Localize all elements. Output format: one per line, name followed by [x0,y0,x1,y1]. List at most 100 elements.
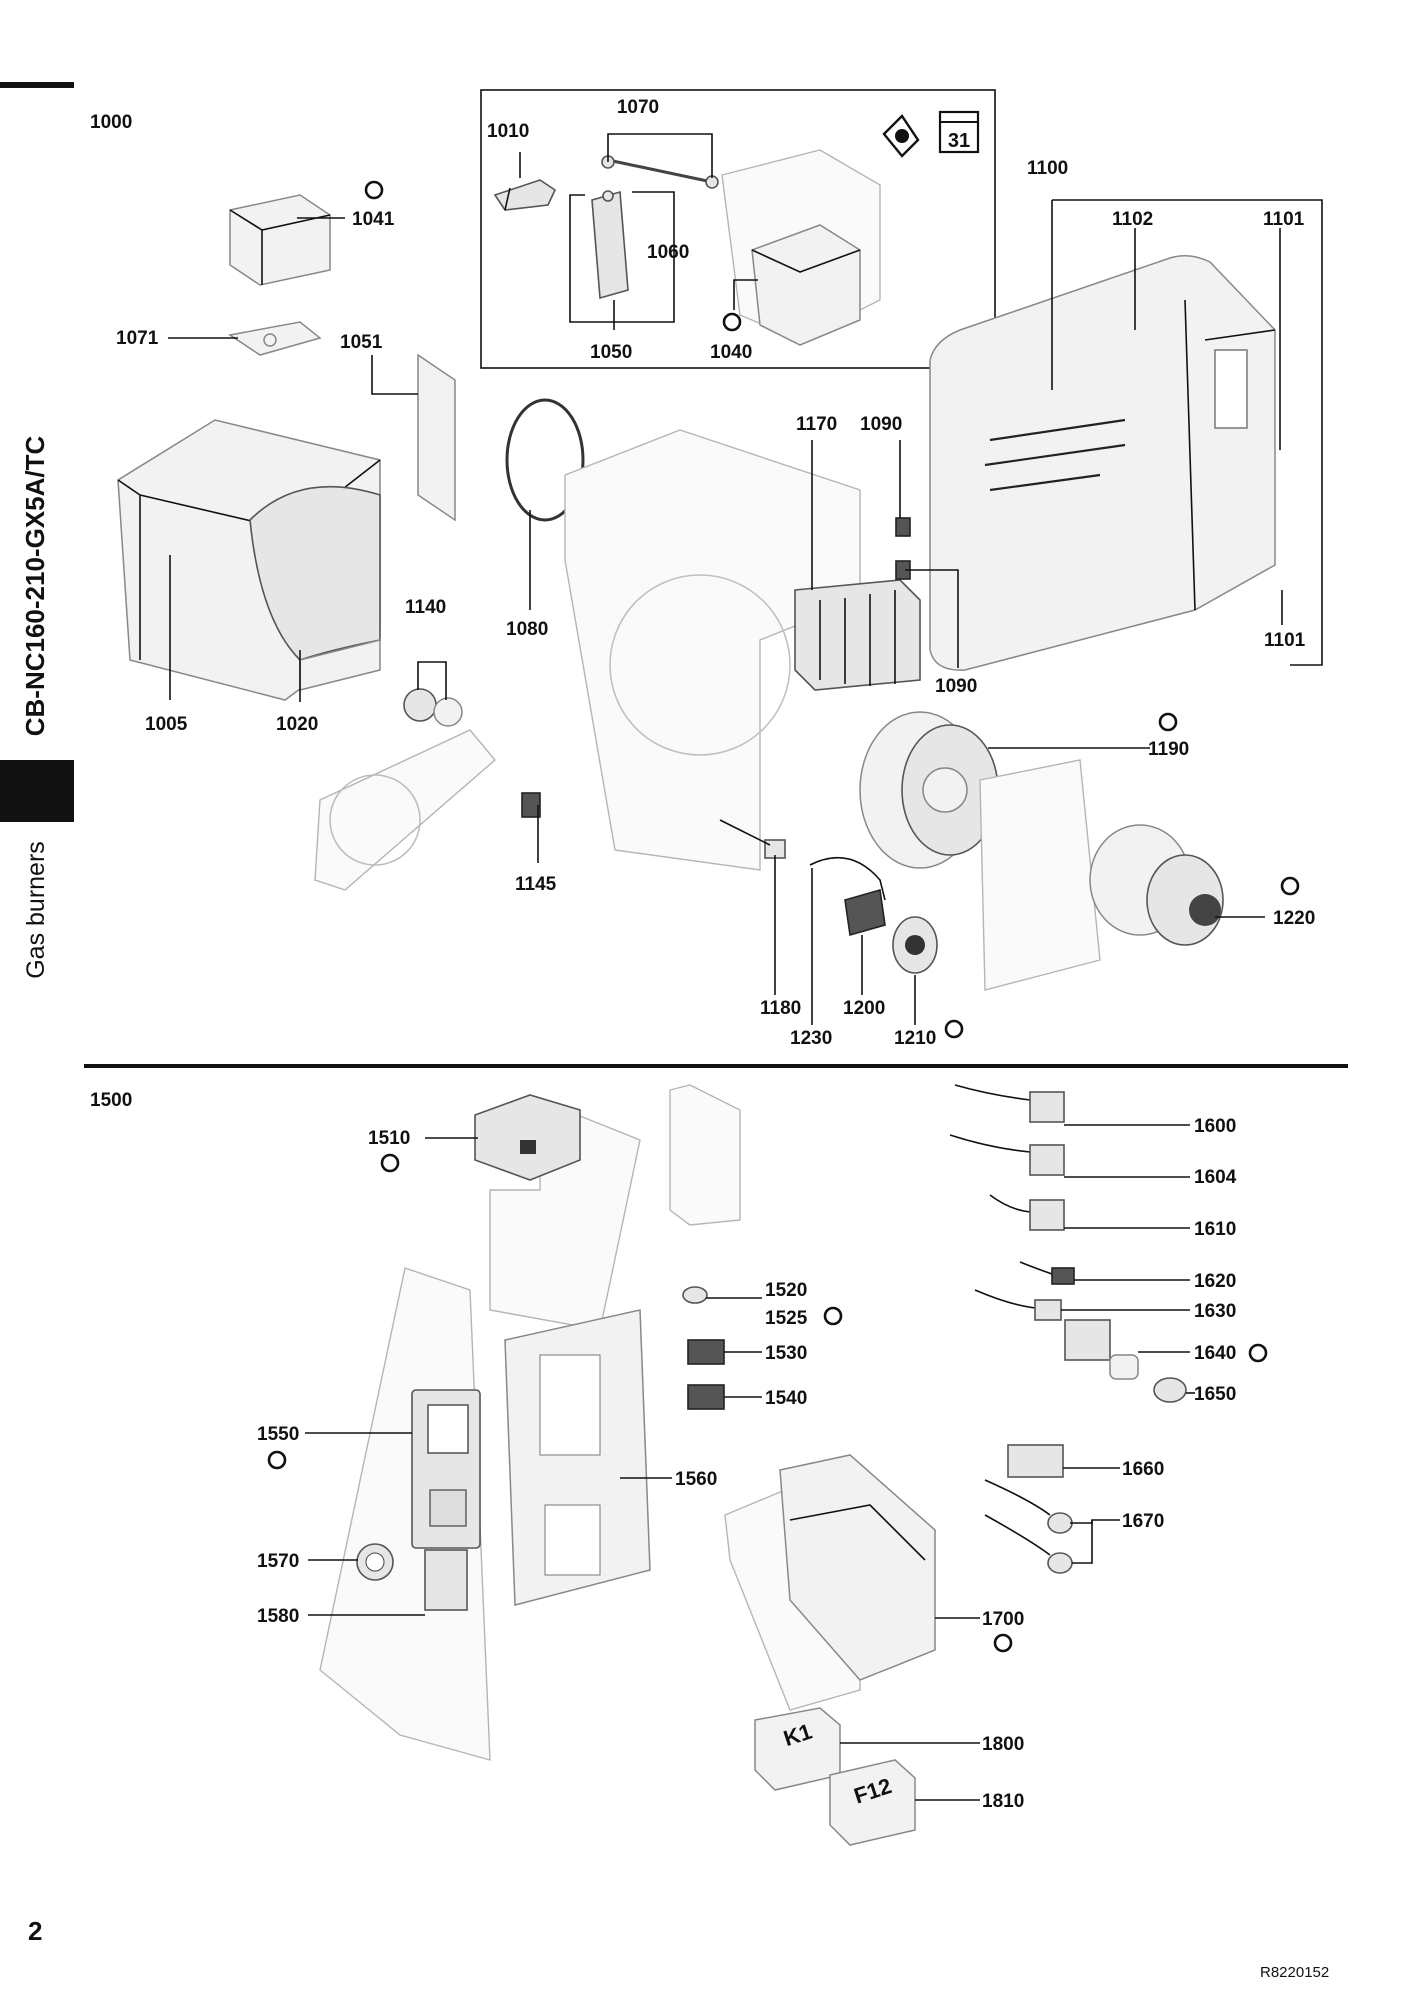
label-1010: 1010 [487,121,529,142]
rotation-icon [267,1450,287,1470]
part-drawing-1580 [424,1549,468,1611]
part-drawing-1051 [417,353,456,522]
rotation-icon [1280,876,1300,896]
inset-frame [480,89,996,369]
label-1650: 1650 [1194,1384,1236,1405]
part-drawing-1145 [521,792,541,818]
part-drawing-1230 [809,857,886,901]
part-drawing-1550 [411,1389,481,1549]
part-drawing-cables [949,1084,1187,1574]
part-drawing-1060 [591,190,629,300]
label-1170: 1170 [796,414,837,435]
label-1210: 1210 [894,1028,936,1049]
rotation-icon [380,1153,400,1173]
label-1060: 1060 [647,242,689,263]
inspection-eye-icon [882,114,920,158]
label-1550: 1550 [257,1424,299,1445]
label-1090-bottom: 1090 [935,676,977,697]
rotation-icon [364,180,384,200]
label-1101-bottom: 1101 [1264,630,1306,651]
label-1050: 1050 [590,342,632,363]
part-drawing-1090 [895,517,911,580]
part-drawing-1070 [601,155,719,189]
label-1670: 1670 [1122,1511,1164,1532]
part-drawing-1140 [403,688,463,727]
part-drawing-1041 [229,194,331,286]
part-drawing-1540 [687,1384,725,1410]
part-labels-1000: 1070 1010 1100 1102 1101 1041 1060 1071 … [116,97,1315,1049]
part-labels-1500: 1510 1600 1604 1610 1620 1520 1630 1525 … [257,1116,1237,1812]
leader-lines-1500 [305,1124,1195,1801]
part-drawing-terminal-strip [669,1084,741,1226]
label-1604: 1604 [1194,1167,1237,1188]
part-drawing-1190 [859,711,999,869]
part-drawing-1170 [794,579,921,691]
part-drawing-1100 [929,255,1276,671]
rotation-icons-1000 [364,180,1300,1039]
label-1560: 1560 [675,1469,717,1490]
part-drawing-1210 [892,916,938,974]
part-drawing-1530 [687,1339,725,1365]
part-drawing-fan-housing [564,429,861,871]
label-1800: 1800 [982,1734,1024,1755]
label-1180: 1180 [760,998,801,1019]
label-1051: 1051 [340,332,383,353]
label-1220: 1220 [1273,908,1315,929]
rotation-icon [1248,1343,1268,1363]
group-title-1000: 1000 [90,112,132,133]
part-drawing-1040 [721,149,881,346]
label-1020: 1020 [276,714,318,735]
label-1510: 1510 [368,1128,410,1149]
label-1090-top: 1090 [860,414,902,435]
sidebar-section-tab [0,760,74,822]
label-1190: 1190 [1148,739,1189,760]
part-drawing-1220 [979,759,1224,991]
label-1071: 1071 [116,328,159,349]
part-drawing-flange [314,729,496,891]
label-1640: 1640 [1194,1343,1236,1364]
rotation-icon [993,1633,1013,1653]
label-1041: 1041 [352,209,395,230]
part-drawing-1010 [493,179,557,211]
label-1810: 1810 [982,1791,1024,1812]
label-1145: 1145 [515,874,557,895]
label-1070: 1070 [617,97,659,118]
part-drawing-1700 [724,1454,936,1711]
label-1600: 1600 [1194,1116,1236,1137]
label-1005: 1005 [145,714,188,735]
label-1580: 1580 [257,1606,299,1627]
part-drawing-1810: F12 [829,1759,916,1846]
label-1230: 1230 [790,1028,832,1049]
rotation-icon [1158,712,1178,732]
part-drawing-1800: K1 [754,1707,841,1791]
label-1530: 1530 [765,1343,807,1364]
rotation-icon [944,1019,964,1039]
rotation-icons-1500 [267,1153,1268,1653]
label-1620: 1620 [1194,1271,1236,1292]
label-1100: 1100 [1027,158,1068,179]
group-title-1500: 1500 [90,1090,132,1111]
page-number: 2 [28,1916,43,1946]
label-1700: 1700 [982,1609,1024,1630]
part-drawing-1080 [505,398,585,522]
part-drawing-1200 [844,888,886,937]
calendar-badge: 31 [948,130,970,152]
rotation-icon [722,312,742,332]
label-1520: 1520 [765,1280,807,1301]
part-drawing-1570 [356,1543,394,1581]
part-drawing-1020 [249,485,381,691]
label-1200: 1200 [843,998,885,1019]
label-1102: 1102 [1112,209,1153,230]
label-1610: 1610 [1194,1219,1236,1240]
sidebar: CB-NC160-210-GX5A/TC Gas burners [0,0,74,1994]
label-1080: 1080 [506,619,548,640]
part-drawing-1071 [228,321,322,356]
label-1630: 1630 [1194,1301,1236,1322]
rotation-icon [823,1306,843,1326]
label-1140: 1140 [405,597,446,618]
document-reference: R8220152 [1260,1964,1330,1981]
part-drawing-1520 [682,1286,708,1304]
leader-lines-1000 [168,133,1323,1025]
part-drawing-1560 [504,1309,651,1606]
